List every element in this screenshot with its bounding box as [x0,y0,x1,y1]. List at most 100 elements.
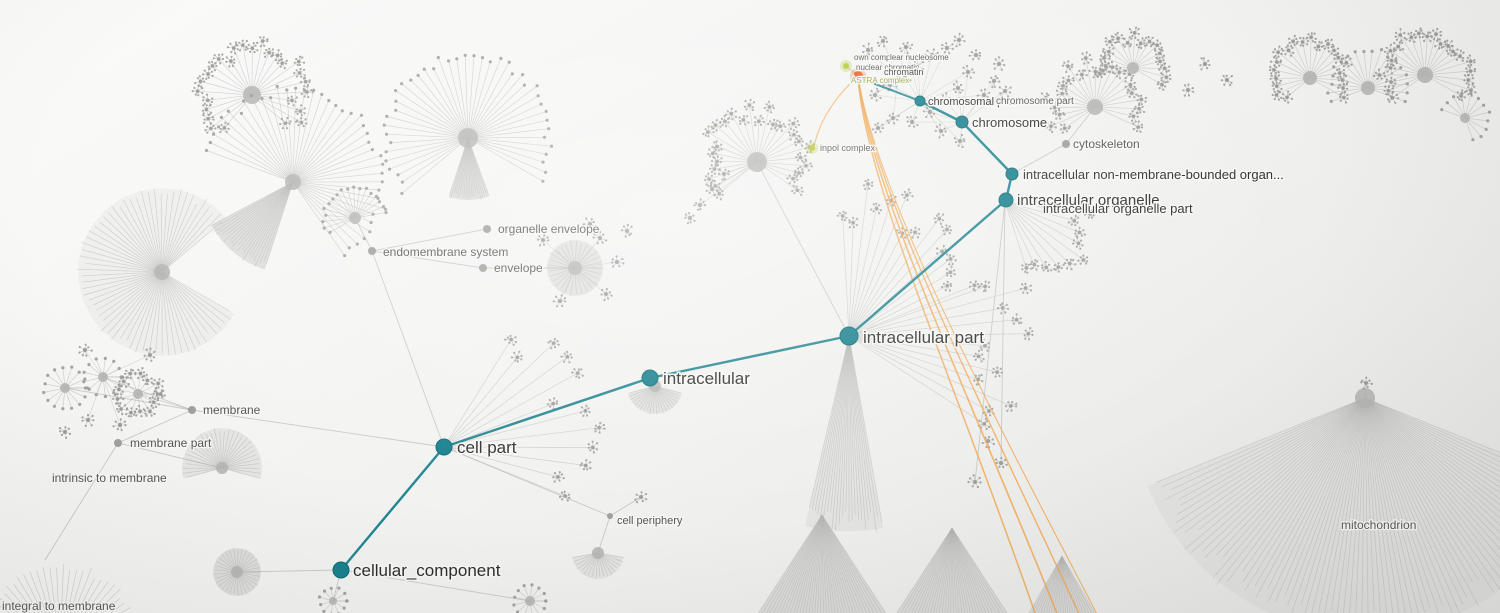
node-layer [332,60,1019,579]
flower-node [1333,52,1344,64]
nucleosome-hub-node[interactable] [850,68,866,84]
fan-cluster [321,185,388,234]
node-cell_part[interactable] [435,438,453,456]
flower-node [693,198,707,211]
term-label[interactable]: lear nucleosome [889,52,951,64]
flower-node [738,115,750,126]
flower-node [788,129,800,141]
term-label[interactable]: membrane part [129,435,214,452]
flower-node [1372,68,1386,80]
term-label[interactable]: intracellular organelle part [1042,200,1194,218]
fan-cluster [1269,32,1353,104]
highlight-edge [649,334,850,380]
term-label[interactable]: cytoskeleton [1072,136,1141,153]
node-label-intracellular[interactable]: intracellular [662,368,752,390]
term-label[interactable]: cell periphery [616,514,684,529]
node-intracellular[interactable] [641,369,659,387]
graph-edge [64,387,193,411]
term-label[interactable]: nuclear chromatin [855,62,921,74]
flower-node [202,93,214,106]
term-label[interactable]: membrane [202,402,262,419]
flower-node [1337,74,1349,87]
graph-edge [961,71,969,123]
graph-node[interactable] [1062,140,1070,148]
node-intracellular_organelle[interactable] [998,192,1014,208]
node-cellular_component[interactable] [332,561,350,579]
graph-edge [917,65,921,102]
flower-node [1463,74,1475,86]
graph-node[interactable] [188,406,196,414]
fan-cluster [512,583,548,613]
astra-complex-node[interactable] [840,60,852,72]
label-layer: cellular_component cell part intracellular… [1,52,1418,613]
highlight-edge [919,99,963,124]
graph-node[interactable] [479,264,487,272]
flower-node [1182,83,1195,97]
graph-node[interactable] [368,247,376,255]
flower-node [1133,103,1146,114]
flower-node [945,253,957,266]
flower-node [1465,66,1476,77]
flower-node [600,288,613,302]
node-label-chromosomal_part[interactable]: chromosomal part [927,95,1018,110]
graph-node[interactable] [607,513,613,519]
flower-node [871,122,885,134]
term-label[interactable]: chromatin [883,66,925,79]
flower-node [1011,313,1023,325]
term-label[interactable]: endomembrane system [382,244,510,261]
flower-node [112,418,127,432]
graph-edge [1364,382,1367,399]
node-label-cellular_component[interactable]: cellular_component [352,560,503,582]
flower-node [973,349,985,363]
flower-node [510,350,523,363]
term-label[interactable]: intrinsic to membrane [51,470,169,487]
term-label[interactable]: organelle envelope [497,221,601,238]
flower-node [981,435,995,449]
flower-node [1434,38,1447,50]
flower-node [1104,35,1117,47]
flower-node [1126,86,1138,99]
flower-node [579,459,592,471]
term-label[interactable]: mitochondrion [1340,517,1418,534]
term-label[interactable]: inpol complex [819,142,877,155]
flower-node [704,172,714,186]
flower-node [1327,45,1340,57]
flower-node [1271,90,1283,101]
flower-node [775,120,787,132]
inpol-complex-node[interactable] [806,142,818,154]
graph-edge [699,161,758,206]
node-label-intracellular_organelle[interactable]: intracellular organelle [1016,191,1162,211]
flower-node [1306,32,1317,43]
node-label-intracellular_part[interactable]: intracellular part [862,327,986,349]
term-label[interactable]: ASTRA complex [850,75,911,87]
flower-node [724,107,738,121]
node-intracellular_part[interactable] [839,326,859,346]
flower-node [1055,87,1069,100]
flower-node [1220,74,1233,87]
flower-node [78,343,93,357]
term-label[interactable]: integral to membrane [1,598,117,613]
node-chromosome[interactable] [955,115,969,129]
flower-node [794,135,804,147]
flower-layer [58,32,1373,504]
term-label[interactable]: envelope [493,260,545,277]
graph-edge [191,409,445,448]
graph-node[interactable] [114,439,122,447]
node-intracellular_nmb_organelle[interactable] [1005,167,1019,181]
graph-node[interactable] [483,225,491,233]
node-label-chromosome[interactable]: chromosome [971,114,1049,132]
node-label-cell_part[interactable]: cell part [456,437,519,459]
flower-node [976,88,991,101]
node-label-intracellular_nmb_organelle[interactable]: intracellular non-membrane-bounded organ… [1022,166,1286,184]
flower-node [81,413,95,427]
flower-node [152,378,165,390]
term-label[interactable]: chromosome part [995,95,1076,109]
node-chromosomal_part[interactable] [914,95,926,107]
graph-edge [371,228,488,252]
flower-node [299,76,311,88]
fan-cluster [1372,27,1477,104]
fan-cluster [0,564,131,613]
term-label[interactable]: own complex [853,52,902,64]
